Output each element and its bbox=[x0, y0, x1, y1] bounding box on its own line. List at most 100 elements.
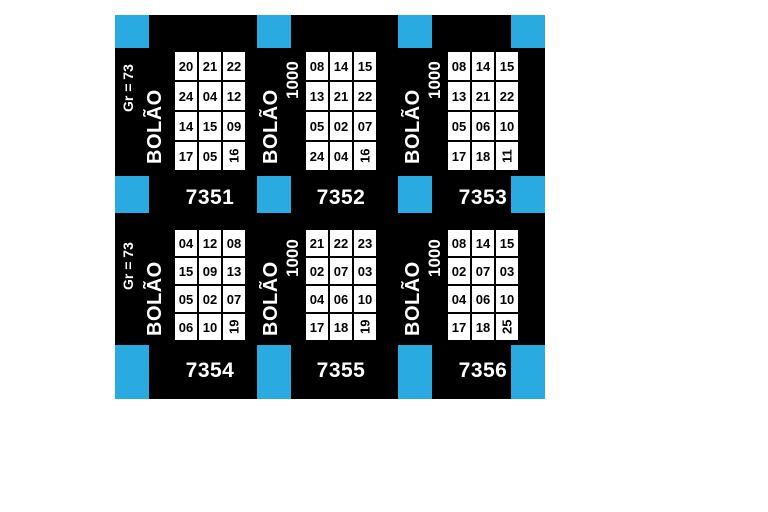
number-grid: 20 21 22 24 04 12 14 15 09 17 05 16 bbox=[173, 50, 247, 172]
grid-cell: 05 bbox=[175, 286, 197, 312]
grid-cell: 21 bbox=[330, 82, 352, 110]
brand-label: BOLÃO bbox=[144, 261, 166, 337]
card-7356: BOLÃO 1000 08 14 15 02 07 03 04 06 10 17… bbox=[399, 211, 545, 407]
grid-cell: 06 bbox=[472, 112, 494, 140]
grid-cell: 04 bbox=[330, 142, 352, 170]
brand-label: BOLÃO bbox=[260, 261, 282, 337]
accent-block bbox=[257, 345, 291, 399]
card-7352: BOLÃO 1000 08 14 15 13 21 22 05 02 07 24… bbox=[257, 15, 403, 211]
grid-cell: 24 bbox=[306, 142, 328, 170]
grid-cell: 02 bbox=[199, 286, 221, 312]
card-7355: BOLÃO 1000 21 22 23 02 07 03 04 06 10 17… bbox=[257, 211, 403, 407]
card-number: 7356 bbox=[458, 359, 508, 382]
grid-cell: 07 bbox=[223, 286, 245, 312]
grid-cell: 14 bbox=[472, 52, 494, 80]
grid-cell: 17 bbox=[175, 142, 197, 170]
card-number: 7352 bbox=[316, 186, 366, 209]
accent-block bbox=[115, 15, 149, 48]
grid-cell: 12 bbox=[223, 82, 245, 110]
grid-cell: 21 bbox=[306, 230, 328, 256]
accent-block bbox=[511, 345, 545, 399]
grid-cell: 04 bbox=[448, 286, 470, 312]
brand-label: BOLÃO bbox=[260, 89, 282, 165]
card-number: 7353 bbox=[458, 186, 508, 209]
grid-cell: 08 bbox=[306, 52, 328, 80]
accent-block bbox=[511, 176, 545, 213]
grid-cell: 05 bbox=[448, 112, 470, 140]
accent-block bbox=[115, 345, 149, 399]
grid-cell: 08 bbox=[448, 230, 470, 256]
grid-cell: 18 bbox=[472, 142, 494, 170]
grid-cell: 10 bbox=[199, 314, 221, 340]
grid-cell: 02 bbox=[448, 258, 470, 284]
grid-cell: 15 bbox=[199, 112, 221, 140]
grid-cell: 10 bbox=[496, 112, 518, 140]
grid-cell: 04 bbox=[175, 230, 197, 256]
grid-cell: 02 bbox=[306, 258, 328, 284]
grid-cell: 09 bbox=[199, 258, 221, 284]
grid-cell: 22 bbox=[354, 82, 376, 110]
accent-block bbox=[257, 15, 291, 48]
series-label: 1000 bbox=[425, 239, 444, 277]
card-7353: BOLÃO 1000 08 14 15 13 21 22 05 06 10 17… bbox=[399, 15, 545, 211]
bolao-ticket-sheet: Gr = 73 BOLÃO 20 21 22 24 04 12 14 15 09… bbox=[115, 15, 545, 399]
card-number: 7354 bbox=[185, 359, 235, 382]
grid-cell: 14 bbox=[175, 112, 197, 140]
grid-cell: 22 bbox=[223, 52, 245, 80]
group-label: Gr = 73 bbox=[120, 242, 136, 290]
grid-cell: 08 bbox=[223, 230, 245, 256]
grid-cell: 17 bbox=[448, 142, 470, 170]
grid-cell: 12 bbox=[199, 230, 221, 256]
grid-cell: 20 bbox=[175, 52, 197, 80]
grid-cell: 05 bbox=[306, 112, 328, 140]
grid-cell: 15 bbox=[496, 230, 518, 256]
grid-cell: 13 bbox=[306, 82, 328, 110]
series-label: 1000 bbox=[283, 239, 302, 277]
grid-cell: 04 bbox=[199, 82, 221, 110]
grid-cell: 05 bbox=[199, 142, 221, 170]
grid-cell: 15 bbox=[175, 258, 197, 284]
series-label: 1000 bbox=[283, 61, 302, 99]
grid-cell: 24 bbox=[175, 82, 197, 110]
grid-cell-rotated: 11 bbox=[496, 142, 518, 170]
number-grid: 08 14 15 13 21 22 05 06 10 17 18 11 bbox=[446, 50, 520, 172]
grid-cell: 06 bbox=[175, 314, 197, 340]
grid-cell: 15 bbox=[354, 52, 376, 80]
grid-cell: 15 bbox=[496, 52, 518, 80]
grid-cell-rotated: 19 bbox=[354, 314, 376, 340]
grid-cell: 21 bbox=[472, 82, 494, 110]
brand-label: BOLÃO bbox=[402, 261, 424, 337]
grid-cell: 03 bbox=[496, 258, 518, 284]
grid-cell: 04 bbox=[306, 286, 328, 312]
number-grid: 04 12 08 15 09 13 05 02 07 06 10 19 bbox=[173, 228, 247, 342]
brand-label: BOLÃO bbox=[402, 89, 424, 165]
grid-cell: 06 bbox=[330, 286, 352, 312]
grid-cell: 23 bbox=[354, 230, 376, 256]
brand-label: BOLÃO bbox=[144, 89, 166, 165]
accent-block bbox=[398, 345, 432, 399]
number-grid: 21 22 23 02 07 03 04 06 10 17 18 19 bbox=[304, 228, 378, 342]
grid-cell: 17 bbox=[448, 314, 470, 340]
grid-cell: 17 bbox=[306, 314, 328, 340]
grid-cell: 06 bbox=[472, 286, 494, 312]
series-label: 1000 bbox=[425, 61, 444, 99]
grid-cell: 07 bbox=[354, 112, 376, 140]
grid-cell: 09 bbox=[223, 112, 245, 140]
number-grid: 08 14 15 02 07 03 04 06 10 17 18 25 bbox=[446, 228, 520, 342]
grid-cell: 07 bbox=[472, 258, 494, 284]
grid-cell: 03 bbox=[354, 258, 376, 284]
accent-block bbox=[511, 15, 545, 48]
card-7351: Gr = 73 BOLÃO 20 21 22 24 04 12 14 15 09… bbox=[115, 15, 261, 211]
card-number: 7351 bbox=[185, 186, 235, 209]
grid-cell: 18 bbox=[330, 314, 352, 340]
grid-cell: 13 bbox=[448, 82, 470, 110]
grid-cell: 10 bbox=[496, 286, 518, 312]
grid-cell: 14 bbox=[330, 52, 352, 80]
grid-cell: 13 bbox=[223, 258, 245, 284]
grid-cell-rotated: 25 bbox=[496, 314, 518, 340]
grid-cell-rotated: 16 bbox=[223, 142, 245, 170]
number-grid: 08 14 15 13 21 22 05 02 07 24 04 16 bbox=[304, 50, 378, 172]
accent-block bbox=[257, 176, 291, 213]
grid-cell: 08 bbox=[448, 52, 470, 80]
